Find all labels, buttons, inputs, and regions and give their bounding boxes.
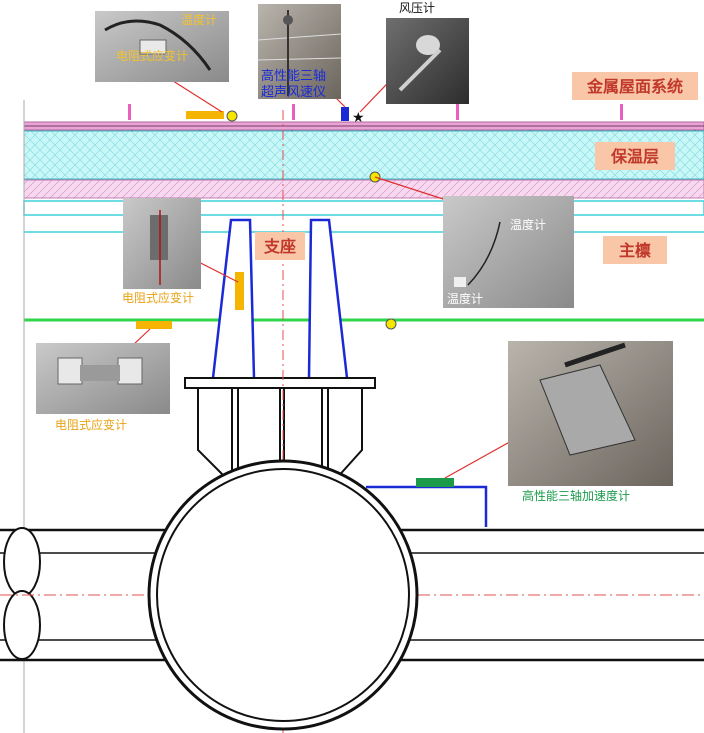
svg-text:金属屋面系统: 金属屋面系统 — [586, 77, 683, 96]
insulation-layer — [23, 130, 704, 216]
anemometer-marker — [341, 107, 349, 121]
label-insulation: 保温层 — [595, 142, 675, 170]
label-accelerometer: 高性能三轴加速度计 — [522, 488, 630, 503]
accelerometer-marker — [416, 478, 454, 487]
pipe-structure — [0, 459, 704, 731]
label-anemometer-1: 高性能三轴 — [261, 68, 326, 84]
strain-gauge-top — [186, 111, 224, 119]
wind-pressure-star: ★ — [352, 110, 365, 126]
photo-accelerometer — [508, 341, 673, 486]
label-anemometer-2: 超声风速仪 — [261, 85, 326, 100]
photo-anemometer — [257, 4, 342, 99]
svg-text:保温层: 保温层 — [610, 147, 659, 166]
label-temp-right-1: 温度计 — [510, 217, 546, 232]
strain-gauge-purlin — [136, 321, 172, 329]
strain-gauge-support — [235, 272, 244, 310]
label-wind-pressure: 风压计 — [399, 1, 435, 15]
support-structure — [184, 110, 376, 733]
svg-text:支座: 支座 — [263, 237, 296, 256]
temp-marker-top — [226, 110, 238, 122]
label-metal-roof: 金属屋面系统 — [572, 72, 698, 100]
photo-strain-support — [123, 198, 201, 289]
label-support: 支座 — [255, 232, 305, 260]
photo-strain-low — [36, 343, 170, 414]
sensor-markers: ★ — [136, 107, 454, 487]
photo-temp-right — [443, 196, 574, 308]
label-strain-low: 电阻式应变计 — [55, 417, 127, 432]
label-temp-right-2: 温度计 — [447, 291, 483, 306]
svg-text:主檩: 主檩 — [619, 241, 651, 260]
label-strain-top: 电阻式应变计 — [116, 48, 188, 63]
temp-marker-purlin — [385, 318, 397, 330]
label-temp-top: 温度计 — [181, 12, 217, 27]
photo-wind-pressure — [386, 18, 469, 104]
photo-top-left — [95, 11, 229, 82]
label-strain-mid: 电阻式应变计 — [122, 290, 194, 305]
label-main-purlin: 主檩 — [603, 236, 667, 264]
